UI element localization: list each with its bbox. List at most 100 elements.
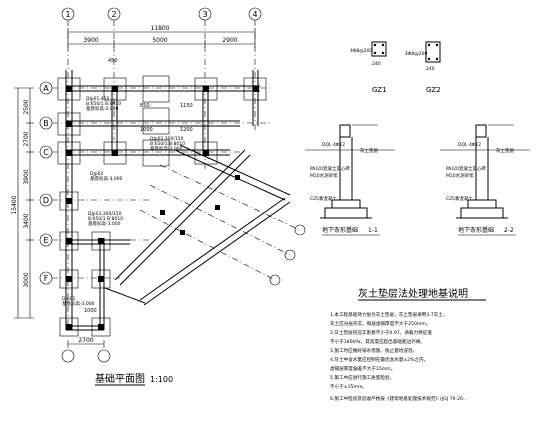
span-dim: 3400 [23,213,30,228]
spot-dim: 450 [108,58,118,64]
column-marker [253,86,259,92]
footing-elev: 基底标高-3.000 [88,220,121,227]
section-tag: 灰土垫层 [496,147,514,154]
column-marker [215,205,220,210]
grid-label: A [43,84,49,93]
grid-bubbles-left: A B C D E F [39,81,53,285]
spot-dims: 850 1000 1150 1200 450 1000 [84,58,193,314]
column-marker [112,86,118,92]
gz2-note: 4Φ8@200 [405,51,427,57]
pad-footing [91,231,111,251]
footing-id: DJp01 [62,296,76,302]
bottom-dimension: 2700 [61,337,111,363]
pad-footing [57,77,81,101]
column-marker [66,324,72,330]
footing-id: DJp03,300/150 [88,211,122,217]
section-title: 地下条形基础 [458,226,494,234]
pad-footing [243,77,267,101]
note-line: 灰土应分层夯实，每层虚铺厚度不大于250mm。 [330,320,430,327]
diagonal-wing [104,144,306,306]
span-dim: 3000 [23,272,30,287]
notes-title: 灰土垫层法处理地基说明 [358,287,468,300]
overall-height: 15400 [11,195,18,214]
section-1-1: DQL 4Φ12 MU20混凝土实心砖 M10水泥砂浆 C25素混凝土 灰土垫层… [305,124,395,236]
column-marker [98,324,104,330]
plan-title: 基础平面图 [95,372,145,385]
column-marker [98,276,104,282]
pad-footing [91,317,111,337]
column-marker [66,238,72,244]
span-dim: 2700 [23,131,30,146]
section-note: C25素混凝土 [446,195,473,202]
pad-footing [103,141,127,165]
pad-footing [142,75,170,103]
grid-label: F [44,274,49,283]
left-dimensions: 15400 2500 2700 3900 3400 3000 [11,87,34,319]
spot-dim: 850 [140,103,150,109]
note-line: 2.灰土垫层的压实系数不小于0.97，承载力特征值 [330,329,432,336]
gz1-dim: 240 [372,61,381,67]
grid-label: 1 [65,10,70,19]
spot-dim: 1150 [180,103,193,109]
column-marker [203,150,209,156]
column-marker [235,175,240,180]
section-note: C25素混凝土 [310,195,337,202]
grid-label: 3 [202,10,207,19]
footing-elev: 基底标高-3.000 [90,175,123,182]
spot-dim: 1000 [140,127,153,133]
pad-footings [57,75,267,337]
grid-label: 4 [252,10,257,19]
footing-elev: 基底标高-3.000 [86,105,119,112]
pad-footing [59,317,79,337]
section-label: 1-1 [368,227,378,234]
footing-elev: 基底标高-3.000 [150,145,183,152]
gz2-dim: 240 [426,66,435,72]
pad-footing [59,269,79,289]
note-line: 3.施工时应做好排水措施，防止基坑浸泡。 [330,347,417,354]
footing-spec: B:650/1 B:8010 [150,141,185,147]
grid-label: B [43,119,49,128]
gz1-note: 4Φ8@200 [350,48,372,54]
span-dim: 5000 [152,37,167,44]
section-note: DQL 4Φ12 [322,142,345,148]
section-note: M10水泥砂浆 [310,172,338,179]
footing-spec: B:650/1 B:8010 [88,216,123,222]
span-dim: 3900 [83,37,98,44]
grid-label: D [43,196,49,205]
section-2-2: DQL 4Φ12 MU20混凝土实心砖 M10水泥砂浆 C25素混凝土 灰土垫层… [440,124,530,236]
section-note: DQL 4Φ12 [458,142,481,148]
pad-footing [194,77,218,101]
footing-callouts: DJp01,450 B:650/1 B:8010 基底标高-3.000 DJp0… [62,96,185,307]
note-line: 不小于180kPa，其宽度应超出基础底边外缘。 [330,338,425,345]
column-marker [66,276,72,282]
bottom-dim: 2700 [78,337,93,344]
section-note: M10水泥砂浆 [446,172,474,179]
spot-dim: 1000 [84,308,97,314]
pad-footing [91,269,111,289]
note-line: 6.施工中检验及验收严格按《建筑地基处理技术规范》(JGJ 79-20... [330,395,467,402]
foundation-plan: 1 2 3 4 11800 3900 5000 2900 A B [11,7,306,386]
footing-id: DJp02 [90,171,104,177]
pad-footing [59,191,79,211]
footing-id: DJp01,450 [86,96,110,102]
column-marker [66,86,72,92]
pad-footing [142,107,170,135]
column-marker [66,150,72,156]
overall-width: 11800 [150,25,169,32]
gz1-name: GZ1 [372,86,387,94]
pad-footing [57,112,81,136]
note-line: 4.灰土中含水量应控制在最优含水量±2%之内， [330,356,428,363]
grid-label: 2 [111,10,116,19]
column-marker [160,210,165,215]
note-line: 5.施工中应进行施工质量检验， [330,374,394,381]
pad-footing [57,141,81,165]
note-line: 不小于±15mm。 [330,383,367,390]
column-marker [98,238,104,244]
plan-scale: 1:100 [150,375,173,384]
section-note: MU20混凝土实心砖 [446,165,486,172]
gz2-name: GZ2 [426,86,441,94]
column-detail-gz2: 4Φ8@200 240 GZ2 [405,41,441,94]
pad-footing [142,139,170,167]
column-marker [112,150,118,156]
